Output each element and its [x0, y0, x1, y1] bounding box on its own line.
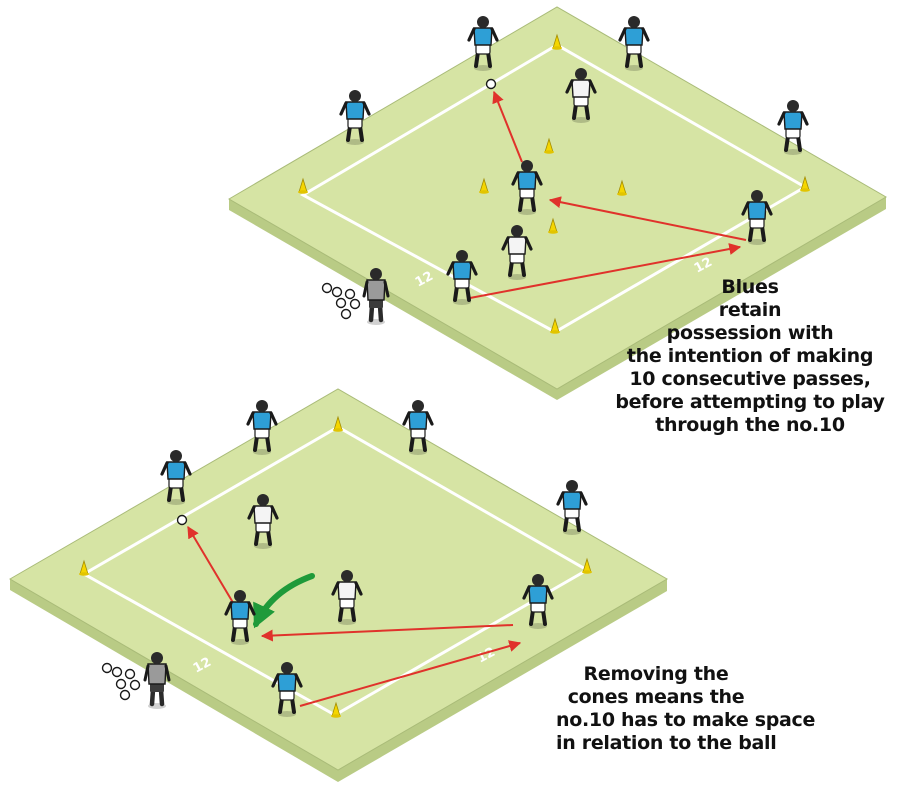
- caption-line: in relation to the ball: [556, 732, 777, 754]
- ball-icon: [349, 298, 361, 310]
- bottom-pitch: 12 12: [9, 388, 668, 782]
- caption-line: through the no.10: [655, 414, 845, 436]
- pass-arrow: [260, 624, 514, 642]
- caption-line: Blues: [721, 276, 779, 298]
- caption-top: Blues retain possession with the intenti…: [600, 276, 900, 437]
- pass-arrow: [187, 525, 236, 607]
- top-pitch: 12 12: [228, 6, 887, 400]
- movement-arrow: [253, 573, 315, 629]
- ball-icon: [344, 288, 356, 300]
- ball-icon: [176, 514, 188, 526]
- ball-icon: [101, 662, 113, 674]
- pass-arrow: [492, 90, 523, 163]
- ball-icon: [129, 679, 141, 691]
- caption-line: Removing the: [583, 663, 729, 685]
- pass-arrow: [469, 243, 742, 299]
- pass-arrow: [548, 196, 747, 241]
- caption-line: no.10 has to make space: [556, 709, 816, 731]
- ball-pile: [101, 662, 141, 701]
- ball-icon: [331, 286, 343, 298]
- caption-line: possession with: [666, 322, 834, 344]
- ball-icon: [119, 689, 131, 701]
- caption-line: the intention of making: [626, 345, 874, 367]
- ball-icon: [340, 308, 352, 320]
- caption-line: retain: [718, 299, 782, 321]
- caption-line: 10 consecutive passes,: [629, 368, 871, 390]
- ball-icon: [321, 282, 333, 294]
- ball-icon: [115, 678, 127, 690]
- caption-line: cones means the: [567, 686, 745, 708]
- ball-icon: [335, 297, 347, 309]
- caption-line: before attempting to play: [615, 391, 885, 413]
- ball-icon: [124, 668, 136, 680]
- ball-icon: [111, 666, 123, 678]
- ball-icon: [485, 78, 497, 90]
- caption-bottom: Removing the cones means the no.10 has t…: [556, 663, 816, 755]
- ball-pile: [321, 282, 361, 320]
- pass-arrow: [299, 640, 522, 707]
